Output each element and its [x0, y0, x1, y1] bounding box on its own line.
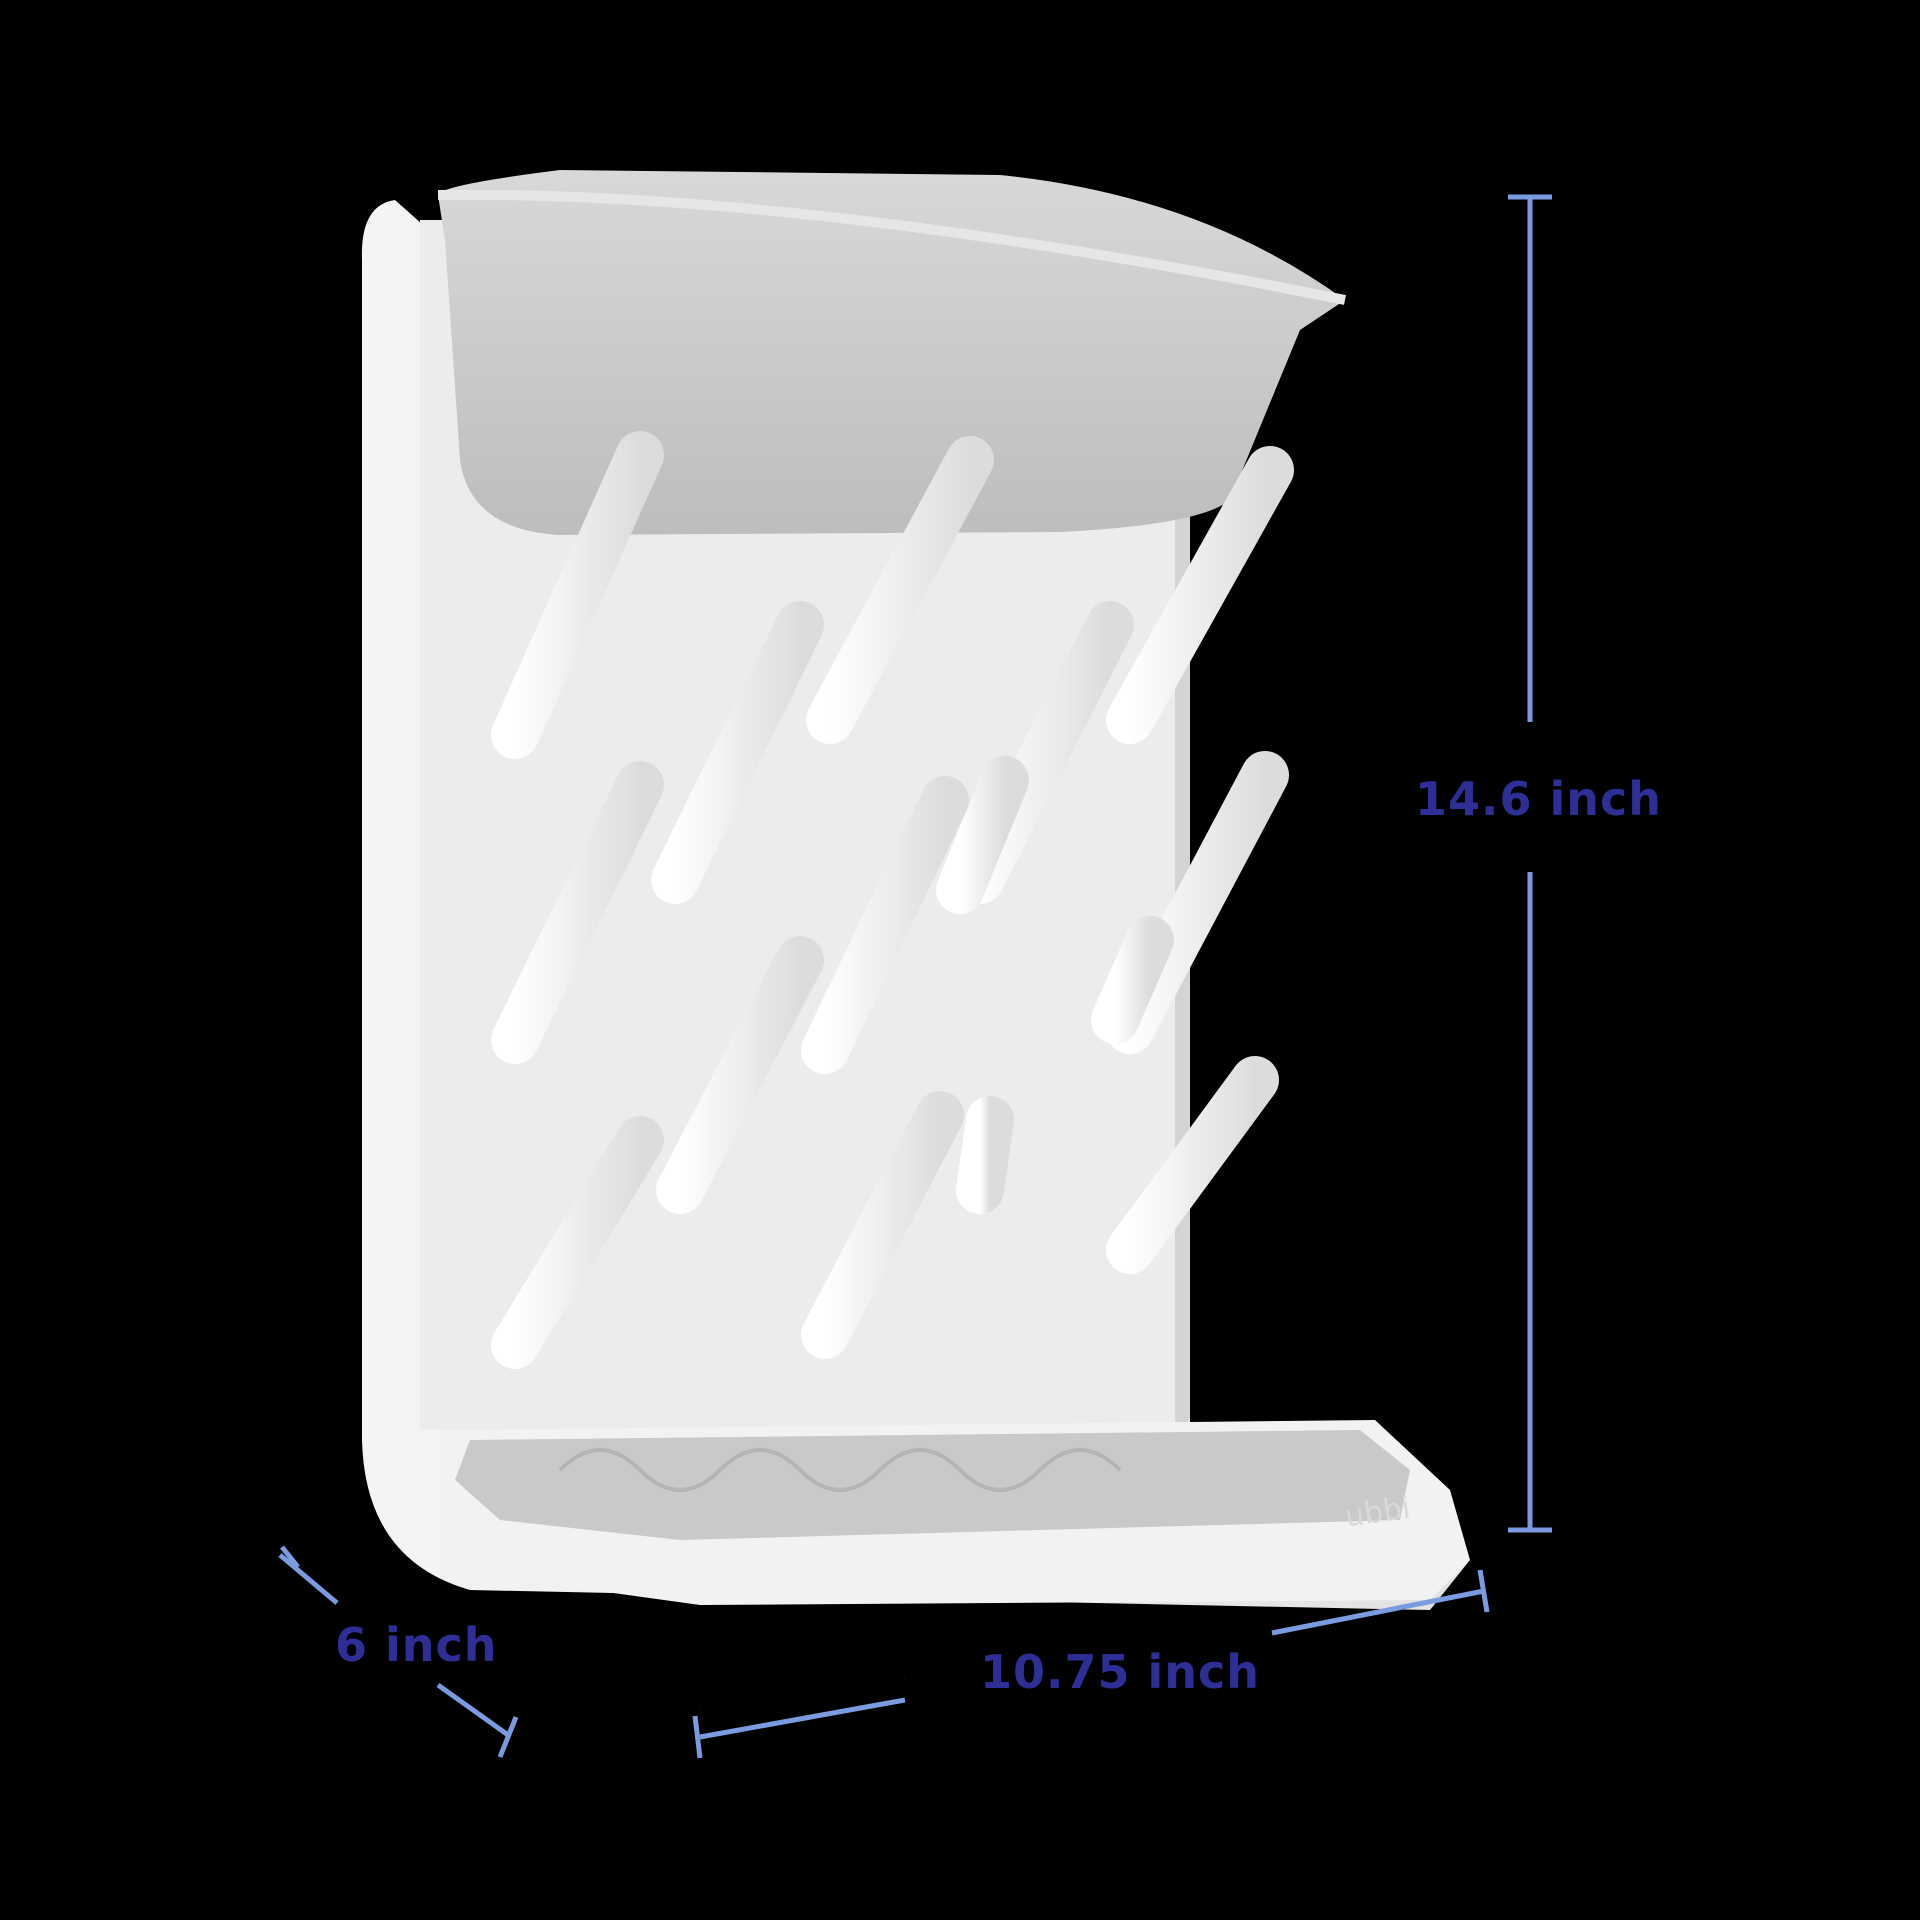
- width-dimension-label: 10.75 inch: [980, 1645, 1261, 1699]
- height-dimension-line: [1508, 194, 1552, 1533]
- depth-dimension-label: 6 inch: [335, 1618, 498, 1672]
- top-basket: [437, 170, 1346, 535]
- height-dimension-label: 14.6 inch: [1415, 772, 1663, 826]
- depth-dimension-line: [278, 1545, 519, 1758]
- pegs: [491, 431, 1294, 1369]
- drip-tray: [440, 1420, 1470, 1605]
